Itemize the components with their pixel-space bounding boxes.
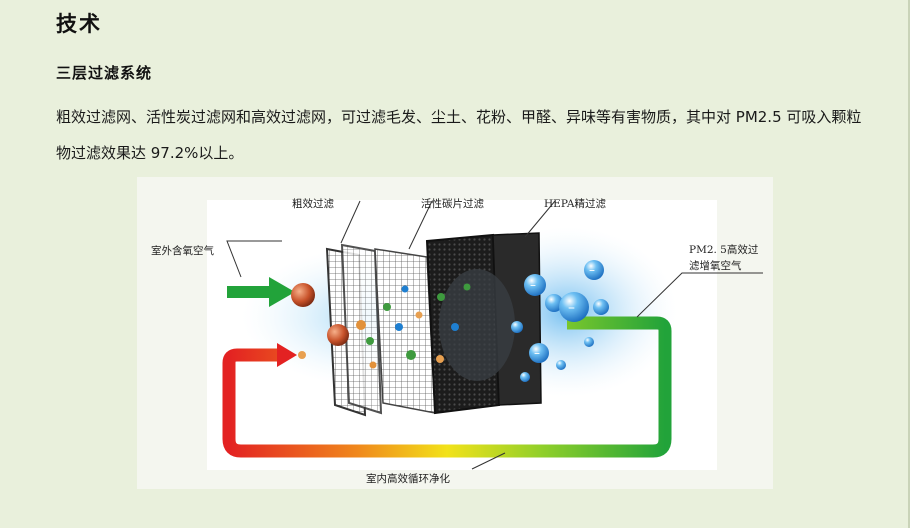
dust-particle xyxy=(406,350,416,360)
description-paragraph: 粗效过滤网、活性炭过滤网和高效过滤网，可过滤毛发、尘土、花粉、甲醛、异味等有害物… xyxy=(56,108,862,162)
label-pm25-line1: PM2. 5高效过 xyxy=(689,243,759,256)
dust-particle xyxy=(327,324,349,346)
label-coarse-filter: 粗效过滤 xyxy=(292,197,334,210)
dust-particle xyxy=(395,323,403,331)
dust-particle xyxy=(401,285,409,293)
svg-text:–: – xyxy=(530,278,536,292)
carbon-filter xyxy=(374,248,436,414)
leader-coarse xyxy=(340,200,361,244)
leader-outdoor xyxy=(226,240,282,278)
label-pm25-line2: 滤增氧空气 xyxy=(689,259,742,272)
dust-particle xyxy=(437,293,445,301)
subsection-heading: 三层过滤系统 xyxy=(56,64,153,82)
dust-particle xyxy=(298,351,306,359)
label-carbon-filter: 活性碳片过滤 xyxy=(421,197,484,210)
hepa-filter xyxy=(425,232,542,415)
dust-particle xyxy=(451,323,459,331)
leader-carbon xyxy=(408,200,433,250)
filter-diagram: – – – – 粗效过滤 活性碳片过滤 HEPA精过滤 室外含氧空气 PM2. … xyxy=(137,177,773,489)
svg-text:–: – xyxy=(568,300,575,316)
page-edge xyxy=(908,0,910,528)
dust-particle xyxy=(436,355,444,363)
dust-particle xyxy=(356,320,366,330)
dust-particle xyxy=(291,283,315,307)
red-arrow-head xyxy=(277,343,297,367)
circulation-loop xyxy=(222,316,672,458)
label-indoor-circulation: 室内高效循环净化 xyxy=(366,472,450,485)
dust-particle xyxy=(366,337,374,345)
svg-text:–: – xyxy=(589,263,595,277)
label-outdoor-air: 室外含氧空气 xyxy=(151,244,214,257)
svg-text:–: – xyxy=(534,346,540,360)
filter-diagram-svg: – – – – 粗效过滤 活性碳片过滤 HEPA精过滤 室外含氧空气 PM2. … xyxy=(151,197,763,485)
green-inlet-arrow-body xyxy=(227,286,271,298)
label-hepa-filter: HEPA精过滤 xyxy=(544,197,607,210)
leader-pm xyxy=(636,272,763,318)
dust-particle xyxy=(415,311,423,319)
leader-hepa xyxy=(524,200,556,238)
dust-particle xyxy=(463,283,471,291)
leader-indoor xyxy=(471,452,506,470)
dust-particle xyxy=(369,361,377,369)
dust-particle xyxy=(383,303,391,311)
section-heading: 技术 xyxy=(56,11,102,36)
oxygen-ions: – – – – xyxy=(511,260,609,382)
green-inlet-arrow-head xyxy=(269,277,295,307)
